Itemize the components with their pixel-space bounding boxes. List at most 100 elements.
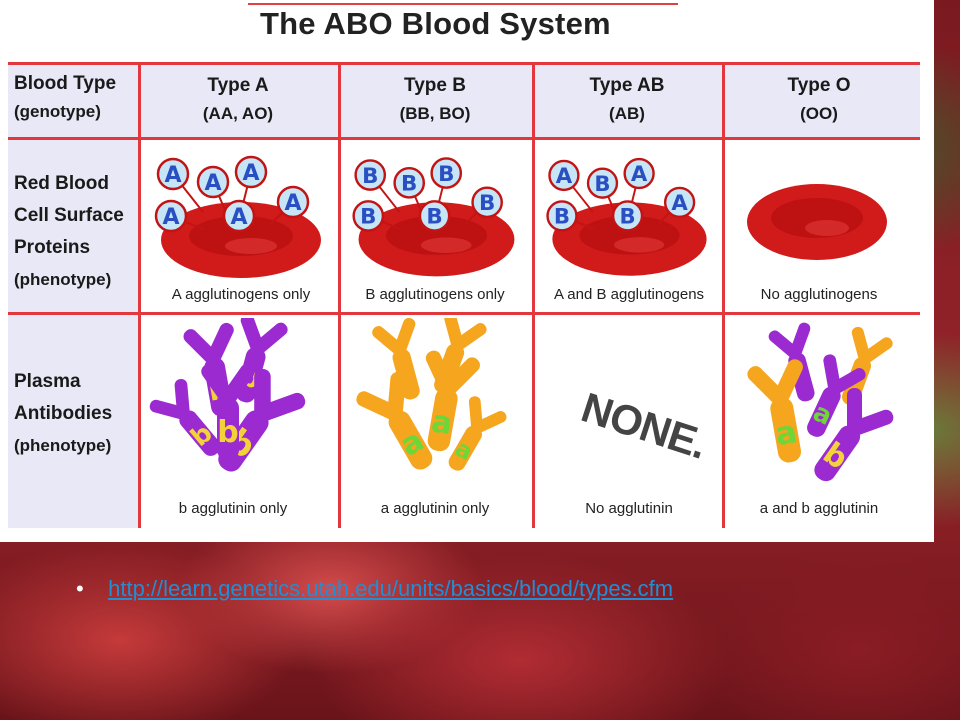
antigen-letter: B xyxy=(426,205,442,230)
antibody: b xyxy=(201,363,255,460)
row-header-surface: Red Blood Cell Surface Proteins (phenoty… xyxy=(14,168,124,296)
row-header-plasma-line1: Plasma xyxy=(14,371,81,392)
antibody-arm-right xyxy=(207,322,234,363)
red-blood-cell-highlight xyxy=(225,238,277,254)
antigen-circle xyxy=(471,186,503,219)
row-header-surface-line4: (phenotype) xyxy=(14,270,112,289)
abo-table: Blood Type (genotype) Red Blood Cell Sur… xyxy=(8,62,920,528)
grid-line-v2 xyxy=(338,62,341,528)
red-blood-cell-highlight xyxy=(420,237,472,253)
grid-line-h1 xyxy=(8,137,920,140)
antibody-letter: a xyxy=(429,404,455,442)
antibody-arm-right xyxy=(861,337,893,363)
header-band xyxy=(8,65,920,137)
antigen-letter: B xyxy=(438,162,454,187)
antigen-letter: A xyxy=(631,162,648,187)
antigen-circle xyxy=(548,159,580,192)
antigen-letter: A xyxy=(556,164,573,189)
abo-figure: The ABO Blood System Blood Type (genotyp… xyxy=(0,0,934,542)
antibody-arm-right xyxy=(831,368,866,394)
antigen-circle xyxy=(418,200,451,232)
antibody-stem xyxy=(448,425,482,471)
antibody-arm-right xyxy=(258,392,306,421)
antibody-arm-right xyxy=(222,363,255,404)
antibody-arm-right xyxy=(253,322,288,354)
type-a-label: Type A xyxy=(207,75,269,96)
antibody-stem xyxy=(179,410,221,456)
type-o-genotype: (OO) xyxy=(800,104,838,123)
antibody-arm-right xyxy=(174,379,190,417)
type-o-plasma-caption: a and b agglutinin xyxy=(759,500,879,517)
bullet-glyph: • xyxy=(76,576,84,601)
row-header-plasma: Plasma Antibodies (phenotype) xyxy=(14,366,112,462)
antigen-circle xyxy=(586,167,619,199)
type-o-label: Type O xyxy=(787,75,851,96)
row-header-blood-type-line2: (genotype) xyxy=(14,102,101,121)
antibody-arm-right xyxy=(387,371,406,417)
source-link[interactable]: http://learn.genetics.utah.edu/units/bas… xyxy=(108,576,674,601)
type-ab-plasma-caption: No agglutinin xyxy=(585,500,673,517)
antibody-letter: b xyxy=(217,415,238,450)
red-blood-cell-highlight xyxy=(805,220,849,236)
antibody: a xyxy=(425,350,480,452)
antigen-circle xyxy=(430,157,463,189)
antigen-circle xyxy=(276,185,310,219)
grid-line-v3 xyxy=(532,62,535,528)
column-header-type-ab: Type AB (AB) xyxy=(532,72,722,128)
antigen-letter: B xyxy=(554,205,570,230)
type-b-surface-caption: B agglutinogens only xyxy=(365,286,505,303)
type-a-plasma-caption: b agglutinin only xyxy=(178,500,288,517)
antigen-letter: B xyxy=(360,205,376,230)
type-b-label: Type B xyxy=(404,75,466,96)
antibody: a xyxy=(356,371,433,470)
column-header-type-b: Type B (BB, BO) xyxy=(340,72,530,128)
antibody-stem xyxy=(770,397,802,463)
antibody-arm-right xyxy=(773,359,803,403)
antigen-letter: B xyxy=(362,164,378,189)
label-column-band xyxy=(8,65,138,528)
antibody-arm-right xyxy=(394,318,416,354)
antigen-circle xyxy=(196,165,230,199)
row-header-plasma-line3: (phenotype) xyxy=(14,436,112,455)
antibody-stem xyxy=(814,425,861,482)
type-a-antibody-art: bbbbb xyxy=(149,318,306,472)
red-blood-cell-highlight xyxy=(614,237,665,253)
row-header-surface-line1: Red Blood xyxy=(14,173,109,194)
type-o-surface-caption: No agglutinogens xyxy=(760,286,878,303)
grid-line-h2 xyxy=(8,312,920,315)
row-header-surface-line2: Cell Surface xyxy=(14,205,124,226)
antigen-circle xyxy=(352,200,385,232)
antibody-arm-right xyxy=(790,322,811,357)
antigen-letter: A xyxy=(284,191,301,216)
antigen-letter: A xyxy=(230,205,247,230)
antigen-circle xyxy=(156,157,190,191)
type-b-genotype: (BB, BO) xyxy=(399,104,471,123)
grid-line-v1 xyxy=(138,62,141,528)
antibody-stem xyxy=(392,348,420,400)
figure-title: The ABO Blood System xyxy=(260,6,611,41)
antibody-arm-left xyxy=(149,399,187,420)
antigen-circle xyxy=(611,200,644,232)
antibody-stem xyxy=(388,410,433,470)
antigen-letter: B xyxy=(401,172,417,197)
antigen-circle xyxy=(663,186,696,219)
antigen-letter: A xyxy=(162,205,179,230)
antibody-arm-right xyxy=(850,409,894,435)
row-header-surface-line3: Proteins xyxy=(14,237,91,258)
type-o-antibody-art: aab xyxy=(747,322,894,482)
type-ab-genotype: (AB) xyxy=(609,104,645,123)
footer-bullet-item: • http://learn.genetics.utah.edu/units/b… xyxy=(76,576,673,602)
antigen-circle xyxy=(623,157,655,190)
antibody: a xyxy=(747,359,803,463)
column-header-type-o: Type O (OO) xyxy=(724,72,914,128)
type-ab-label: Type AB xyxy=(589,75,665,96)
row-header-plasma-line2: Antibodies xyxy=(14,403,113,424)
antibody-letter: a xyxy=(773,414,800,453)
row-header-blood-type-line1: Blood Type xyxy=(14,73,117,94)
antigen-circle xyxy=(222,199,256,233)
antigen-letter: A xyxy=(204,171,221,196)
antibody-stem xyxy=(807,386,841,437)
